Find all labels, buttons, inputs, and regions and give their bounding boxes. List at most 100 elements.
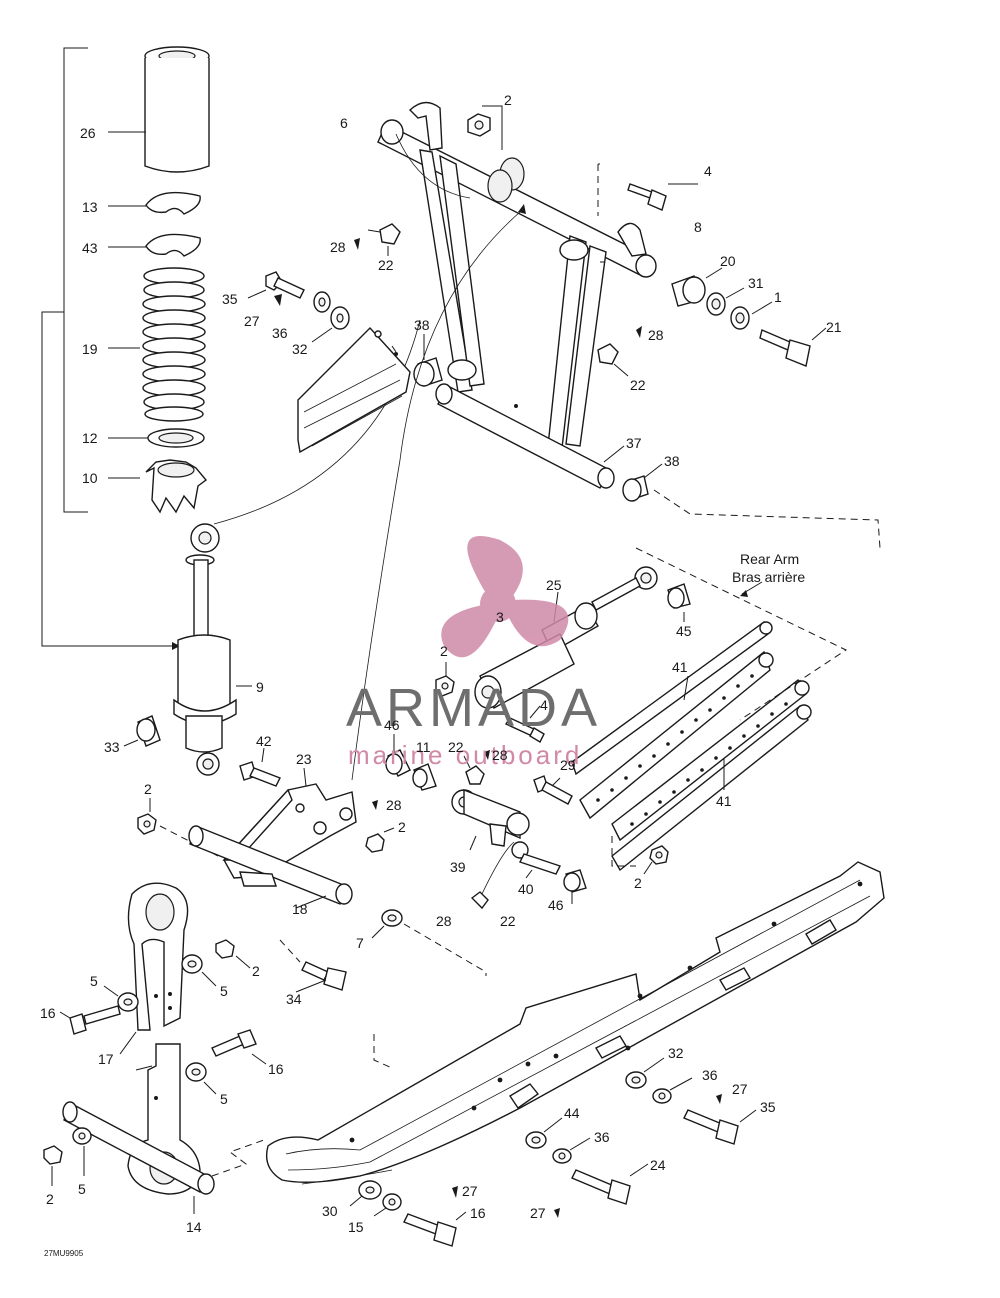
figure-code: 27MU9905 xyxy=(44,1249,84,1258)
callout-41-a: 41 xyxy=(672,659,688,675)
callout-45: 45 xyxy=(676,623,692,639)
grease-fitting-28-22-lower xyxy=(470,841,515,910)
bushing-46-center xyxy=(385,734,411,777)
callout-7: 7 xyxy=(356,935,364,951)
callout-28-a: 28 xyxy=(330,239,346,255)
callout-32-rail: 32 xyxy=(668,1045,684,1061)
callout-38-upper: 38 xyxy=(414,317,430,333)
callout-4-center: 4 xyxy=(540,697,548,713)
callout-27-rail-a: 27 xyxy=(732,1081,748,1097)
callout-3: 3 xyxy=(496,609,504,625)
callout-38-lower: 38 xyxy=(664,453,680,469)
callout-5-d: 5 xyxy=(78,1181,86,1197)
callout-1: 1 xyxy=(774,289,782,305)
pin-37 xyxy=(603,445,625,463)
slide-rail xyxy=(265,861,885,1185)
callout-41-b: 41 xyxy=(716,793,732,809)
washer-31 xyxy=(706,287,745,316)
callout-28-c: 28 xyxy=(492,747,508,763)
assembly-dash-lines-top xyxy=(351,163,881,781)
grease-fitting-22-28-center xyxy=(463,750,490,785)
washer-36-rail-b xyxy=(552,1137,591,1164)
callout-16-rail: 16 xyxy=(470,1205,486,1221)
callout-10: 10 xyxy=(82,470,98,486)
mounting-bracket-upper xyxy=(127,882,189,1031)
callout-12: 12 xyxy=(82,430,98,446)
callout-2-left: 2 xyxy=(144,781,152,797)
bolt-21 xyxy=(759,327,827,367)
watermark-propeller-logo xyxy=(441,536,569,658)
washer-5-b xyxy=(103,985,139,1012)
callout-29: 29 xyxy=(560,757,576,773)
callout-34: 34 xyxy=(286,991,302,1007)
washer-7 xyxy=(371,909,487,976)
grease-fitting-28-bracket xyxy=(372,800,378,810)
callout-8: 8 xyxy=(694,219,702,235)
bolt-34 xyxy=(279,939,347,993)
washer-5-a xyxy=(181,954,217,987)
callout-19: 19 xyxy=(82,341,98,357)
rear-link-41-b xyxy=(611,678,812,872)
washer-30 xyxy=(349,1180,382,1207)
washer-15 xyxy=(373,1193,402,1217)
dash-lower-left xyxy=(211,1139,265,1177)
front-rail-section xyxy=(297,326,411,454)
bolt-42 xyxy=(239,747,281,787)
nut-2-bracket-top xyxy=(215,939,251,969)
callout-22-b: 22 xyxy=(630,377,646,393)
washer-44 xyxy=(525,1117,563,1149)
bushing-38-lower xyxy=(622,463,663,502)
nut-2-top xyxy=(467,105,503,150)
callout-5-a: 5 xyxy=(90,973,98,989)
bushing-33 xyxy=(123,715,161,747)
pivot-arm-39 xyxy=(451,788,530,859)
washer-5-c xyxy=(185,1062,217,1095)
watermark-tagline: marine outboard xyxy=(348,740,582,770)
rear-arm-label: Rear Arm xyxy=(740,551,799,567)
callout-35-rail: 35 xyxy=(760,1099,776,1115)
bushing-46-right xyxy=(563,869,587,904)
grease-fitting-28-22-b xyxy=(597,326,642,377)
rear-dash-frame xyxy=(611,547,848,867)
callout-33: 33 xyxy=(104,739,120,755)
lock-27-rail-c xyxy=(452,1186,458,1198)
callout-9: 9 xyxy=(256,679,264,695)
callout-27-top: 27 xyxy=(244,313,260,329)
rear-link-41-a xyxy=(571,620,774,820)
callout-2-lower: 2 xyxy=(46,1191,54,1207)
callout-22-a: 22 xyxy=(378,257,394,273)
front-arm xyxy=(377,101,657,489)
shock-bracket-lines xyxy=(41,47,180,650)
callout-13: 13 xyxy=(82,199,98,215)
callout-27-rail-c: 27 xyxy=(462,1183,478,1199)
callout-28-e: 28 xyxy=(436,913,452,929)
bushing-38-upper xyxy=(413,334,443,387)
protective-boot xyxy=(108,46,210,173)
callout-46-right: 46 xyxy=(548,897,564,913)
callout-32-top: 32 xyxy=(292,341,308,357)
adjuster-cam xyxy=(108,459,208,514)
rear-arm-label-fr: Bras arrière xyxy=(732,569,805,585)
lock-27-rail-a xyxy=(716,1094,722,1104)
callout-4-top: 4 xyxy=(704,163,712,179)
shaft-14 xyxy=(62,1101,215,1214)
callout-31: 31 xyxy=(748,275,764,291)
end-cap-20 xyxy=(671,267,723,307)
callout-14: 14 xyxy=(186,1219,202,1235)
callout-2-bracket-top: 2 xyxy=(252,963,260,979)
washer-36-rail-a xyxy=(652,1077,693,1104)
callout-25: 25 xyxy=(546,577,562,593)
watermark-brand: ARMADA xyxy=(346,678,601,738)
callout-36-rail-a: 36 xyxy=(702,1067,718,1083)
callout-39: 39 xyxy=(450,859,466,875)
nut-2-center xyxy=(435,662,455,697)
spacer-11 xyxy=(412,763,437,791)
lock-27-rail-b xyxy=(554,1208,560,1218)
lock-27-top xyxy=(274,294,282,306)
bolt-35-top xyxy=(247,271,305,299)
bolt-4-top xyxy=(627,183,698,211)
callout-5-b: 5 xyxy=(220,983,228,999)
callout-42: 42 xyxy=(256,733,272,749)
spring-retainer-43 xyxy=(108,233,201,257)
callout-18: 18 xyxy=(292,901,308,917)
